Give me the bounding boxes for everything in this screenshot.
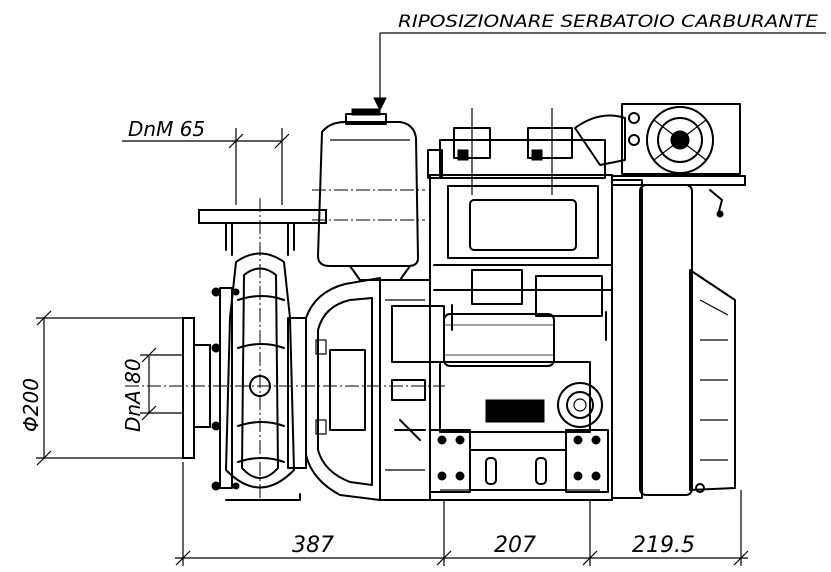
bottom-dimension-chain — [175, 462, 749, 566]
outlet-flange — [198, 198, 327, 500]
engine-block — [391, 108, 626, 501]
inlet-flange — [125, 317, 445, 459]
dimension-207: 207 — [494, 533, 536, 558]
outlet-label-leader — [122, 128, 290, 205]
fuel-tank-leader — [373, 32, 826, 112]
outlet-nominal-label: DnM 65 — [128, 117, 205, 141]
fuel-tank — [312, 108, 425, 281]
fan-housing — [611, 103, 746, 499]
dimension-219-5: 219.5 — [632, 533, 695, 558]
dimension-387: 387 — [292, 533, 334, 558]
pump-volute — [211, 252, 307, 501]
engine-base — [429, 429, 613, 501]
inlet-nominal-label: DnA 80 — [121, 358, 145, 432]
bell-housing — [305, 277, 431, 501]
fuel-tank-note: RIPOSIZIONARE SERBATOIO CARBURANTE — [398, 12, 818, 32]
inlet-diameter-label: Φ200 — [19, 378, 43, 432]
inlet-diameter-dimension — [36, 310, 188, 466]
